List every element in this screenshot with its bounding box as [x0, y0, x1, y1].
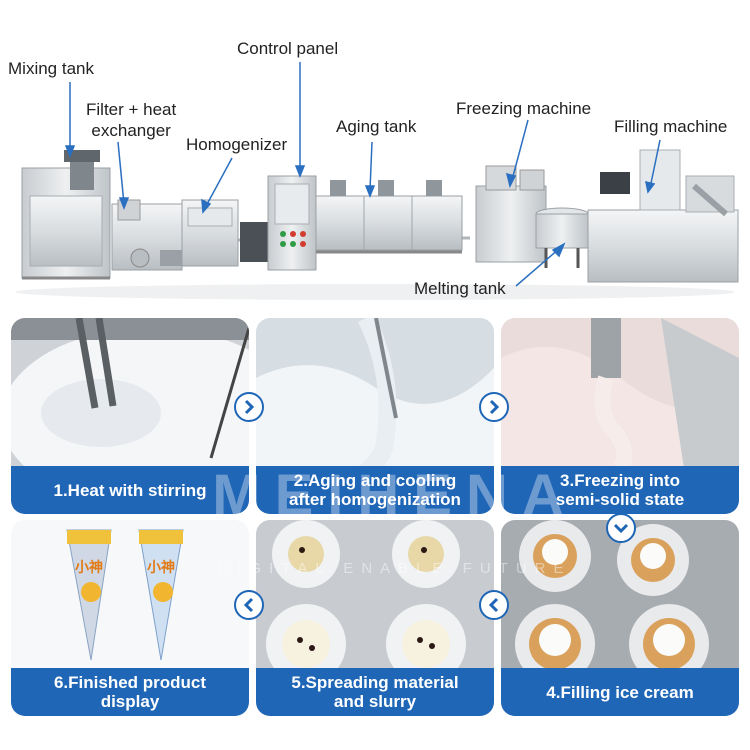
step-caption-1: 1.Heat with stirring	[11, 466, 249, 514]
flow-arrow-2-to-3	[479, 392, 509, 422]
step-caption-6: 6.Finished product display	[11, 668, 249, 716]
step-caption-5: 5.Spreading material and slurry	[256, 668, 494, 716]
step-card-4: 4.Filling ice cream	[501, 520, 739, 716]
control-panel-machine	[267, 175, 317, 271]
mixing-tank-machine	[21, 150, 111, 280]
chevron-left-icon	[243, 597, 254, 613]
aging-tank-machine	[315, 180, 463, 254]
chevron-left-icon	[488, 597, 499, 613]
step-card-3: 3.Freezing into semi-solid state	[501, 318, 739, 514]
callout-filter-heat-exchanger: Filter + heat exchanger	[86, 100, 177, 140]
step-card-2: 2.Aging and cooling after homogenization	[256, 318, 494, 514]
callout-control-panel: Control panel	[237, 39, 339, 58]
heat-exchanger-machine	[111, 199, 186, 271]
machine-line-drawing	[15, 62, 739, 300]
melting-tank-machine	[535, 207, 589, 268]
chevron-right-icon	[489, 399, 500, 415]
flow-arrow-3-to-4	[606, 513, 636, 543]
flow-arrow-5-to-6	[234, 590, 264, 620]
callout-leader-lines	[64, 62, 661, 287]
cone-brand-text-right: 小神	[147, 559, 175, 575]
step-card-6: 小神 小神 6.Finished product display	[11, 520, 249, 716]
step-caption-2: 2.Aging and cooling after homogenization	[256, 466, 494, 514]
callout-freezing-machine: Freezing machine	[456, 99, 592, 118]
filling-machine	[587, 149, 739, 283]
cone-brand-text-left: 小神	[75, 559, 103, 575]
callout-melting-tank: Melting tank	[414, 279, 506, 298]
flow-arrow-4-to-5	[479, 590, 509, 620]
freezing-machine	[475, 165, 547, 263]
step-caption-4: 4.Filling ice cream	[501, 668, 739, 716]
step-card-5: 5.Spreading material and slurry	[256, 520, 494, 716]
homogenizer-machine	[181, 199, 270, 267]
flow-arrow-1-to-2	[234, 392, 264, 422]
step-caption-3: 3.Freezing into semi-solid state	[501, 466, 739, 514]
chevron-down-icon	[613, 523, 629, 534]
chevron-right-icon	[244, 399, 255, 415]
callout-filling-machine: Filling machine	[614, 117, 728, 136]
production-line-illustration: Mixing tank Filter + heat exchanger Homo…	[0, 0, 750, 312]
callout-aging-tank: Aging tank	[336, 117, 417, 136]
spreading-slurry-photo	[256, 520, 494, 716]
step-card-1: 1.Heat with stirring	[11, 318, 249, 514]
callout-mixing-tank: Mixing tank	[8, 59, 94, 78]
callout-homogenizer: Homogenizer	[186, 135, 288, 154]
